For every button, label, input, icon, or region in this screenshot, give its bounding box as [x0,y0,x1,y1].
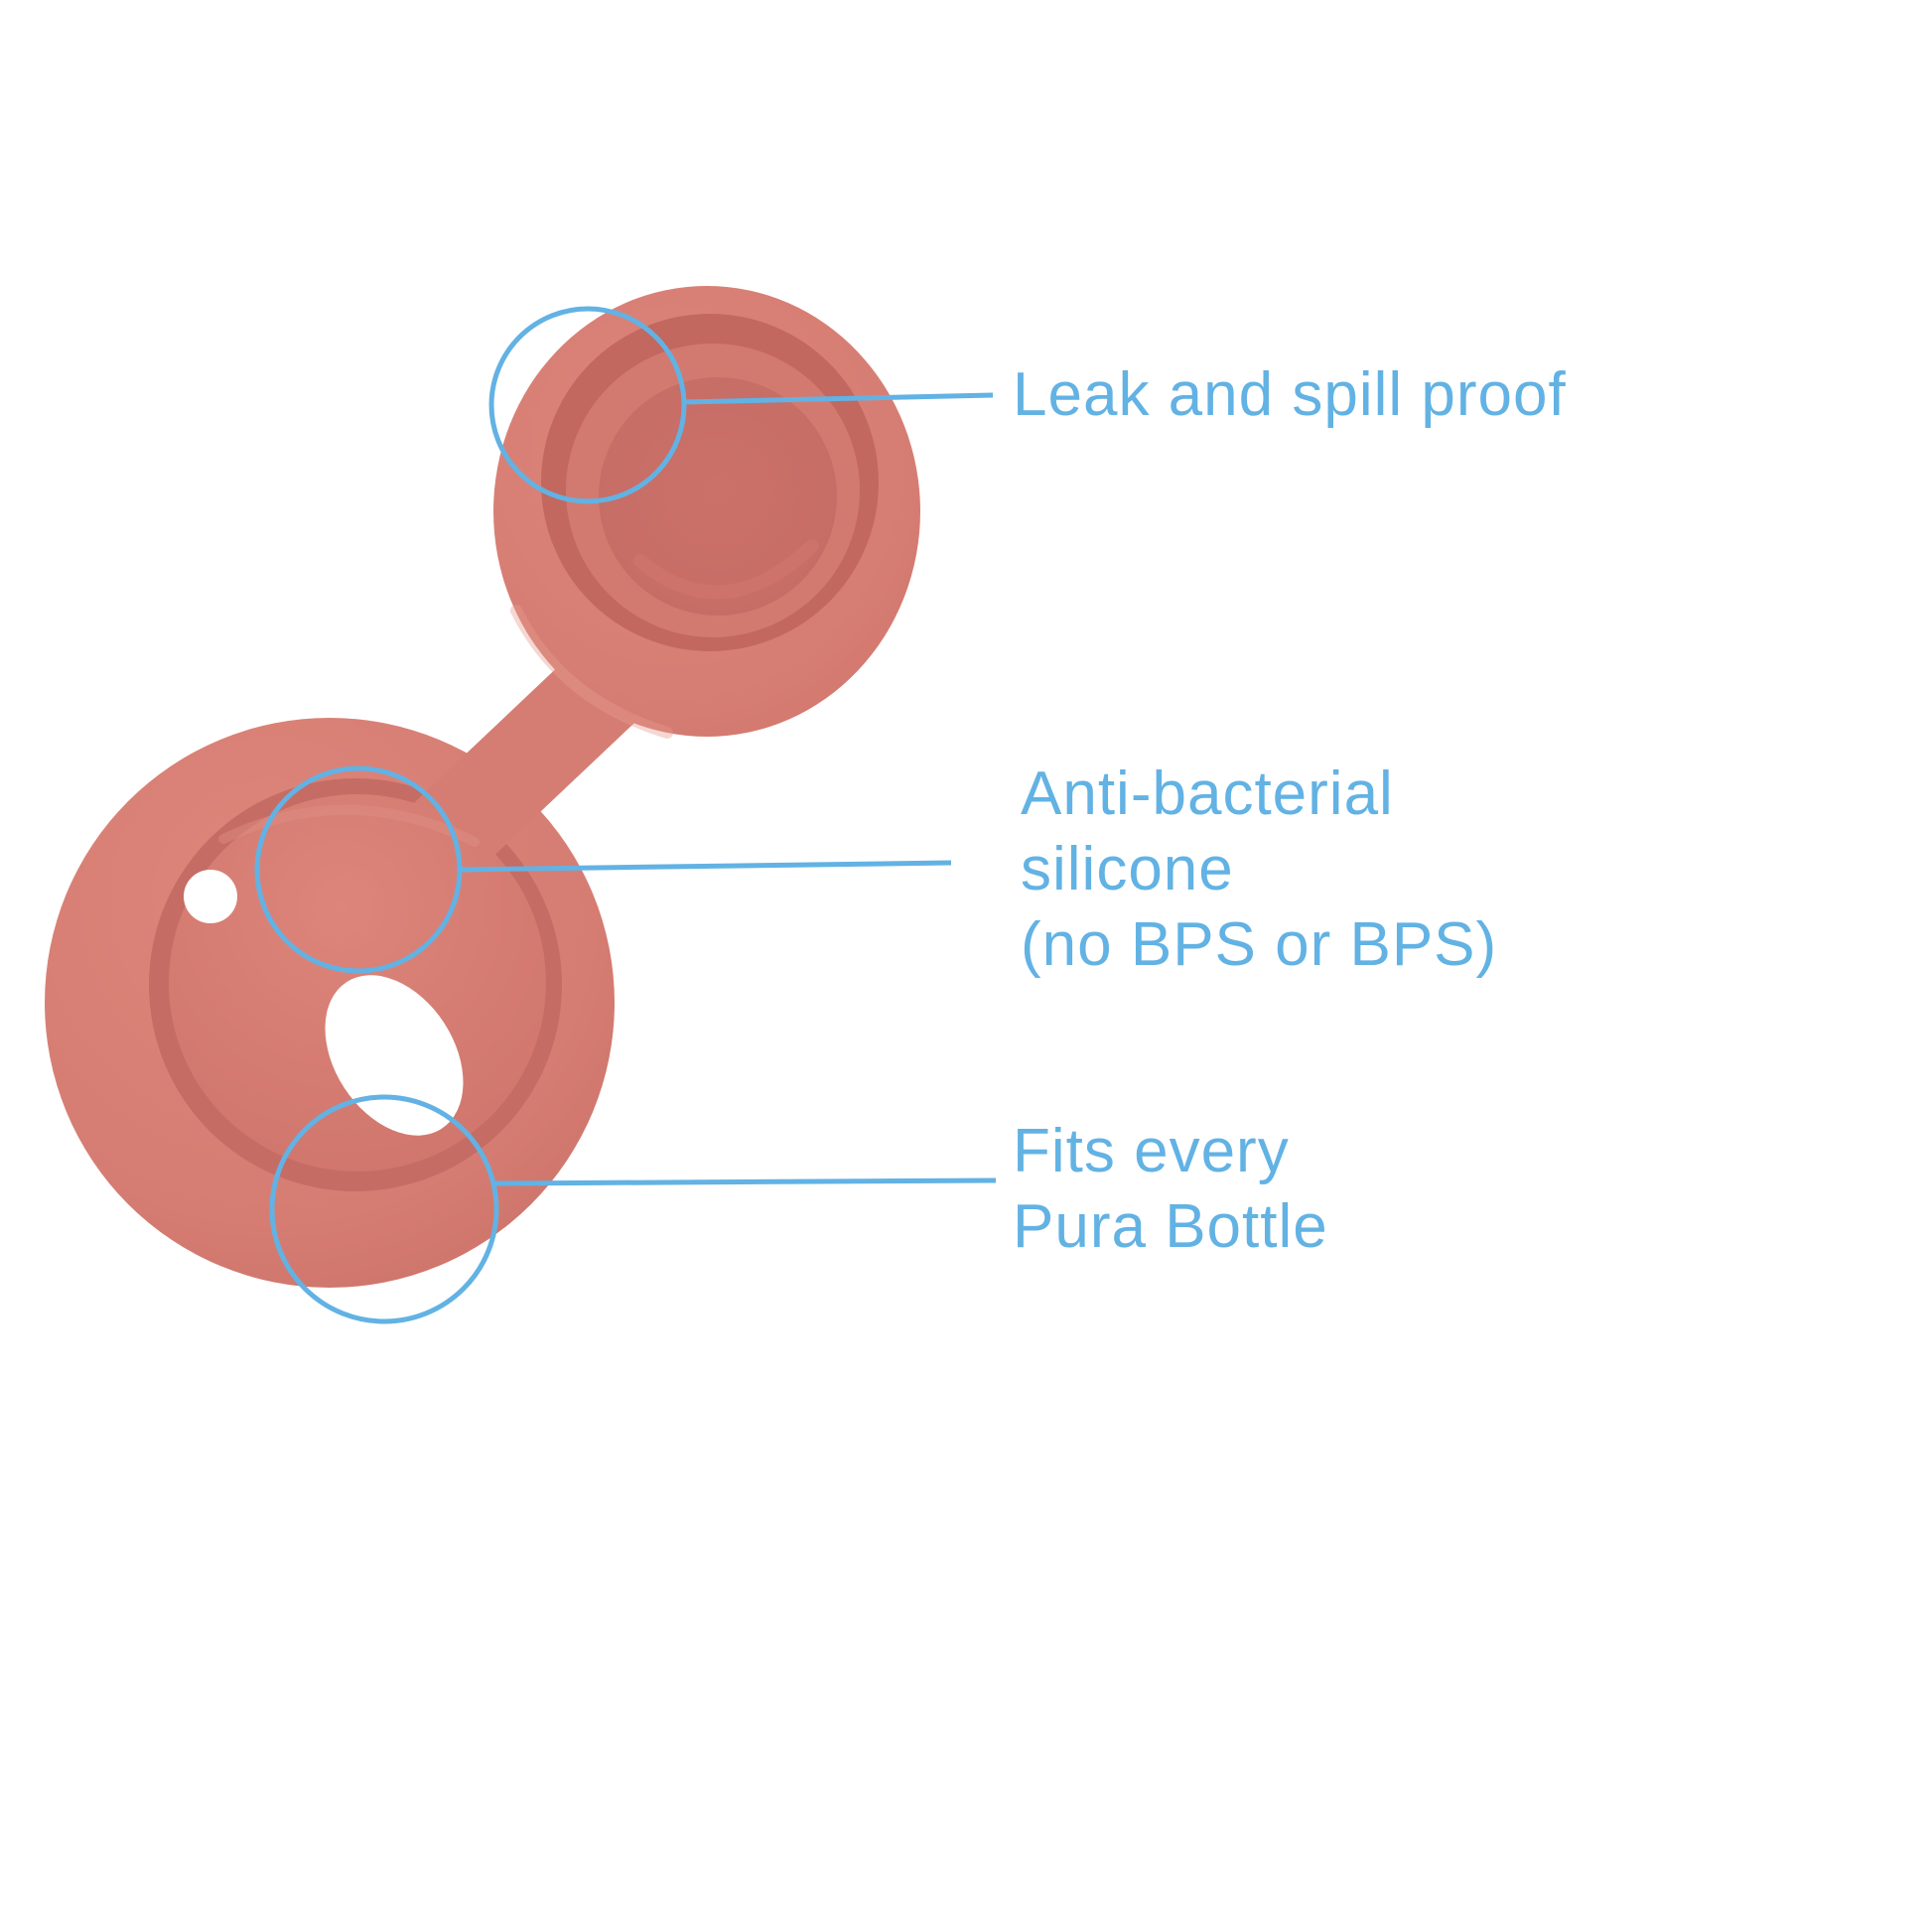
callout-text-line: (no BPS or BPS) [1021,910,1498,979]
leader-line-fits-pura [494,1177,997,1186]
callout-text-line: silicone [1021,835,1234,903]
callout-label-fits-pura: Fits every Pura Bottle [1013,1114,1328,1265]
spout-hole [325,975,464,1136]
callout-label-anti-bacterial: Anti-bacterial silicone (no BPS or BPS) [1021,757,1497,983]
small-vent-hole [184,870,237,923]
lid-recess [599,377,837,616]
callout-circle-leak-proof [488,306,687,504]
leader-line-leak-proof [683,392,994,405]
callout-text-line: Leak and spill proof [1013,360,1567,429]
leader-line-anti-bacterial [458,860,952,873]
dome-highlight [218,804,480,847]
callout-text-line: Anti-bacterial [1021,759,1394,828]
callout-text-line: Pura Bottle [1013,1192,1328,1261]
lid-rim-highlight [510,605,673,739]
callout-circle-fits-pura [269,1094,499,1324]
callout-text-line: Fits every [1013,1117,1290,1185]
lid-recess-highlight [633,539,819,600]
callout-label-leak-proof: Leak and spill proof [1013,357,1567,433]
